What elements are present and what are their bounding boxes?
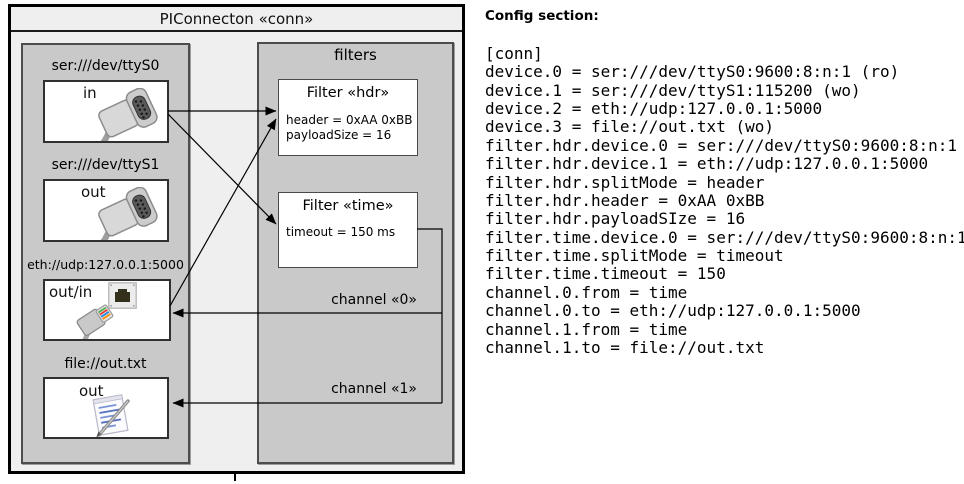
config-line: device.1 = ser:///dev/ttyS1:115200 (wo)	[485, 80, 861, 100]
config-line: filter.time.timeout = 150	[485, 264, 726, 284]
channel-0-label: channel «0»	[331, 292, 417, 308]
config-line: channel.1.to = file://out.txt	[485, 338, 765, 358]
config-line: device.2 = eth://udp:127.0.0.1:5000	[485, 98, 823, 118]
serial-connector-icon	[95, 88, 158, 141]
config-blank-line	[485, 26, 964, 44]
config-line: filter.time.splitMode = timeout	[485, 246, 784, 266]
config-line: filter.hdr.payloadSIze = 16	[485, 209, 746, 229]
device-box-file: out	[43, 377, 169, 439]
device-uri-ttys0: ser:///dev/ttyS0	[51, 58, 160, 74]
config-line: filter.hdr.device.0 = ser:///dev/ttyS0:9…	[485, 135, 958, 155]
device-uri-ttys1: ser:///dev/ttyS1	[51, 157, 160, 173]
config-line: channel.1.from = time	[485, 319, 688, 339]
device-direction-label: out/in	[49, 283, 93, 301]
config-line: filter.hdr.device.1 = eth://udp:127.0.0.…	[485, 154, 929, 174]
config-line: device.3 = file://out.txt (wo)	[485, 117, 774, 137]
serial-connector-icon	[95, 187, 158, 240]
filter-box-time: Filter «time» timeout = 150 ms	[278, 192, 418, 268]
device-uri-file: file://out.txt	[64, 356, 147, 372]
filter-box-hdr: Filter «hdr» header = 0xAA 0xBB payloadS…	[278, 79, 418, 156]
config-line: filter.hdr.splitMode = header	[485, 172, 765, 192]
device-uri-eth: eth://udp:127.0.0.1:5000	[27, 257, 184, 272]
config-section: Config section: [conn] device.0 = ser://…	[485, 8, 964, 357]
title-separator	[11, 30, 462, 32]
frame-bottom-tick	[234, 473, 236, 481]
filter-hdr-title: Filter «hdr»	[306, 85, 390, 101]
device-direction-label: out	[79, 382, 104, 400]
filter-time-title: Filter «time»	[302, 198, 394, 214]
notepad-icon	[92, 394, 130, 437]
config-line: filter.hdr.header = 0xAA 0xBB	[485, 190, 765, 210]
device-box-ttys1: out	[43, 179, 169, 242]
channel-1-label: channel «1»	[331, 381, 417, 397]
device-box-ttys0: in	[43, 80, 169, 143]
config-line: channel.0.to = eth://udp:127.0.0.1:5000	[485, 301, 861, 321]
device-direction-label: out	[81, 183, 106, 201]
filter-time-attr-timeout: timeout = 150 ms	[286, 225, 396, 239]
filters-panel-title: filters	[334, 46, 377, 64]
config-heading: Config section:	[485, 8, 599, 24]
filter-hdr-attr-payloadsize: payloadSize = 16	[286, 128, 392, 142]
config-line: channel.0.from = time	[485, 282, 688, 302]
config-line: filter.time.device.0 = ser:///dev/ttyS0:…	[485, 227, 964, 247]
ethernet-cable-icon	[76, 304, 114, 339]
ethernet-port-icon	[108, 282, 137, 309]
config-line: device.0 = ser:///dev/ttyS0:9600:8:n:1 (…	[485, 62, 900, 82]
filter-hdr-attr-header: header = 0xAA 0xBB	[286, 113, 413, 127]
config-line: [conn]	[485, 43, 543, 63]
device-direction-label: in	[83, 84, 97, 102]
device-box-eth: out/in	[43, 279, 171, 341]
diagram-title: PIConnecton «conn»	[159, 10, 314, 28]
